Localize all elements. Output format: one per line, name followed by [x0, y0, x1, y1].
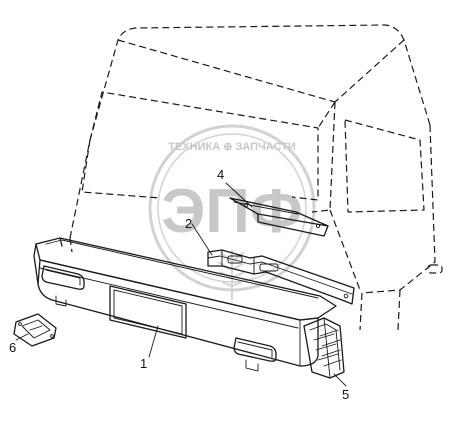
callout-6: 6 [9, 340, 16, 355]
bumper-end-cap [303, 317, 345, 379]
bracket [207, 249, 355, 305]
callout-1: 1 [140, 356, 147, 371]
wheat-emblem [217, 250, 247, 300]
mounting-plate [229, 197, 329, 237]
callout-5: 5 [342, 387, 349, 402]
leader-lines [15, 182, 347, 387]
watermark-logo: ЭПФ [161, 177, 303, 246]
callouts: 4 2 1 5 6 [9, 167, 349, 402]
callout-4: 4 [217, 167, 224, 182]
watermark: ТЕХНИКА ⊕ ЗАПЧАСТИ ЭПФ [148, 124, 316, 300]
callout-2: 2 [185, 216, 192, 231]
side-marker-lamp [13, 313, 57, 347]
watermark-top-line: ТЕХНИКА ⊕ ЗАПЧАСТИ [168, 141, 296, 153]
bumper [33, 237, 337, 372]
